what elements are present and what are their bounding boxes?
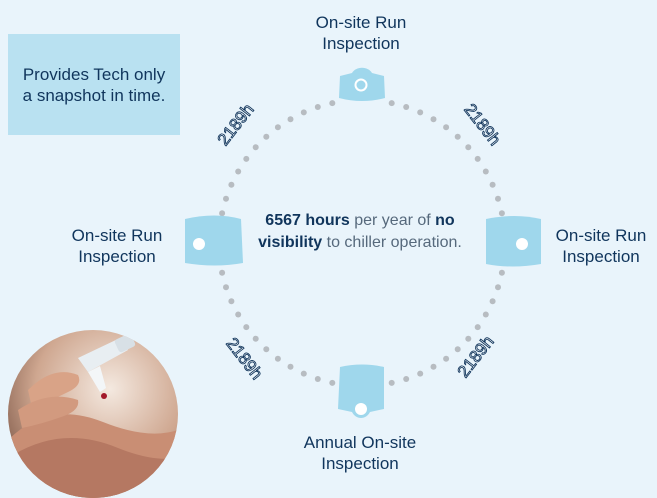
center-text-1: per year of [349,212,436,229]
ring-dot [228,298,235,305]
ring-dot [417,370,424,377]
ring-dot [430,116,437,123]
ring-dot [403,376,410,382]
ring-dot [314,104,321,110]
marker-top [339,67,385,101]
interval-bottom-left: 2189h [222,334,266,383]
station-right-label: On-site Run Inspection [545,225,657,267]
ring-dot [263,346,270,353]
ring-dot [489,181,496,188]
ring-dot [498,210,505,217]
station-left-text: On-site Run Inspection [71,226,163,266]
ring-dot [417,109,424,116]
ring-dot [329,379,336,386]
ring-dot [465,335,472,342]
center-text-2: to chiller operation. [322,234,462,251]
ring-dot [443,124,450,131]
station-bottom-text: Annual On-site Inspection [303,433,417,473]
ring-dot [498,269,505,276]
station-right-text: On-site Run Inspection [555,226,647,266]
center-emphasis: no visibility [258,212,455,251]
interval-top-right: 2189h [460,100,504,149]
ring-dot [314,376,321,382]
ring-dot [263,133,270,140]
ring-dot [287,116,294,123]
ring-dot [219,210,226,217]
ring-dot [235,311,242,318]
ring-dot [388,100,395,107]
ring-dot [388,379,395,386]
ring-dot [274,124,281,131]
ring-dot [228,181,235,188]
ring-dot [495,195,501,202]
ring-dot [243,155,250,162]
ring-dot [243,324,250,331]
station-top-label: On-site Run Inspection [291,12,431,54]
ring-dot [474,155,481,162]
marker-bottom [338,364,384,418]
station-top-text: On-site Run Inspection [315,13,407,53]
ring-dot [300,370,307,377]
snapshot-note-text: Provides Tech only a snapshot in time. [22,64,166,105]
snapshot-note: Provides Tech only a snapshot in time. [8,34,180,135]
finger-prick-photo [8,330,178,498]
ring-dot [235,168,242,175]
station-bottom-label: Annual On-site Inspection [285,432,435,474]
ring-dot [482,168,489,175]
finger-prick-image [8,330,178,498]
cycle-ring [219,100,505,386]
ring-dot [489,298,496,305]
ring-dot [443,355,450,362]
ring-dot [274,355,281,362]
ring-dot [454,133,461,140]
ring-dot [223,195,229,202]
ring-dot [495,284,501,291]
interval-bottom-right: 2189h [454,332,498,381]
ring-dot [403,104,410,110]
ring-dot [329,100,336,107]
ring-dot [252,335,259,342]
station-left-label: On-site Run Inspection [52,225,182,267]
center-summary: 6567 hours per year of no visibility to … [250,210,470,254]
ring-dot [287,363,294,370]
center-hours: 6567 hours [265,212,350,229]
ring-dot [482,311,489,318]
ring-dot [252,144,259,151]
ring-dot [300,109,307,116]
ring-dot [223,284,229,291]
ring-dot [430,363,437,370]
ring-dot [454,346,461,353]
marker-right [486,216,541,267]
ring-dot [219,269,226,276]
ring-dot [465,144,472,151]
interval-top-left: 2189h [214,100,258,149]
marker-left [185,215,243,266]
ring-dot [474,324,481,331]
